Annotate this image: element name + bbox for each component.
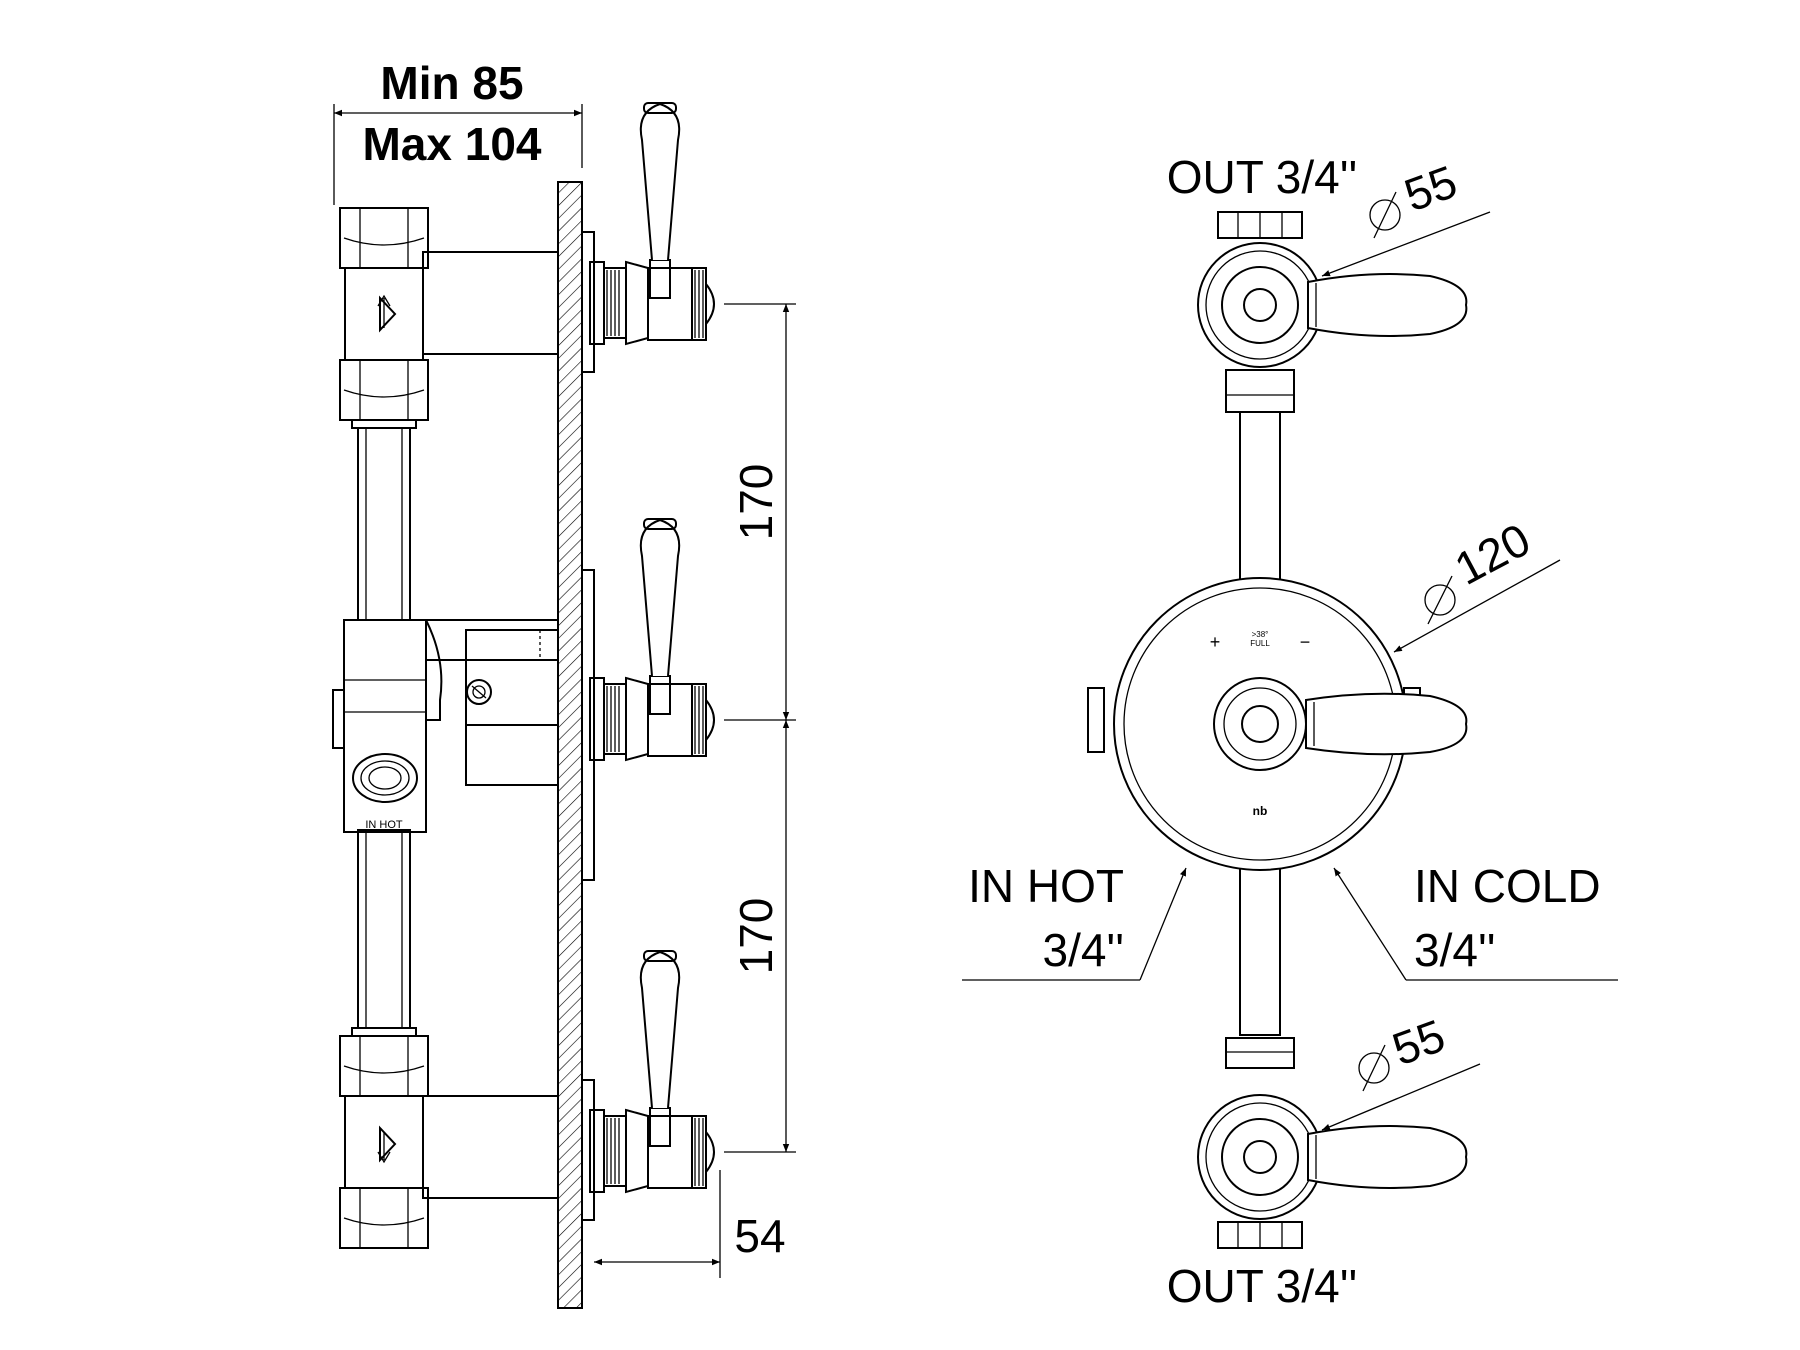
mixer-body: IN HOT: [332, 619, 559, 833]
center-plate: [581, 569, 595, 881]
bottom-valve: [589, 950, 715, 1193]
in-cold-size: 3/4'': [1414, 924, 1496, 976]
outlet-bottom-label: OUT 3/4'': [1167, 1260, 1358, 1312]
front-upper-pipe: [1239, 411, 1281, 581]
brand-mark: nb: [1253, 804, 1268, 818]
top-outlet-body: [339, 207, 559, 429]
projection-label: 54: [734, 1210, 785, 1262]
in-hot-label: IN HOT: [968, 860, 1124, 912]
side-view: Min 85 Max 104: [332, 57, 796, 1309]
dial-mid-mark-top: >38°: [1252, 630, 1269, 639]
spacing-bottom-label: 170: [730, 898, 782, 975]
outlet-top-label: OUT 3/4'': [1167, 151, 1358, 203]
bottom-front-valve: [1197, 1037, 1468, 1249]
spacing-top-label: 170: [730, 464, 782, 541]
bottom-outlet-body: [339, 1035, 559, 1249]
front-view: + >38° FULL − nb OUT 3/4'' 55 120 55 OUT…: [962, 151, 1618, 1312]
wall-section: [557, 181, 583, 1309]
top-front-valve: [1197, 211, 1468, 413]
dial-mid-mark-bottom: FULL: [1250, 639, 1270, 648]
thermostatic-dial: + >38° FULL − nb: [1087, 577, 1468, 871]
depth-min-label: Min 85: [380, 57, 523, 109]
diameter-bottom-label: 55: [1386, 1009, 1452, 1075]
diameter-center-label: 120: [1446, 513, 1538, 595]
front-lower-pipe: [1239, 864, 1281, 1036]
dial-plus-mark: +: [1210, 632, 1221, 652]
in-hot-size: 3/4'': [1042, 924, 1124, 976]
bottom-plate: [581, 1079, 595, 1221]
dial-minus-mark: −: [1300, 632, 1311, 652]
center-valve: [589, 518, 715, 761]
top-plate: [581, 231, 595, 373]
depth-max-label: Max 104: [362, 118, 541, 170]
diameter-top-label: 55: [1398, 155, 1464, 221]
top-valve: [589, 102, 715, 345]
in-cold-label: IN COLD: [1414, 860, 1601, 912]
inlet-marking: IN HOT: [365, 819, 403, 831]
